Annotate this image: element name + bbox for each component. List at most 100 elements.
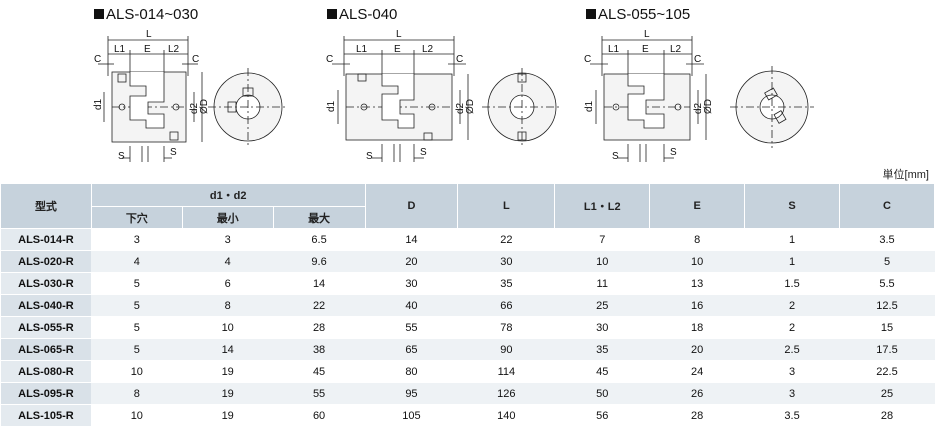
header-E: E — [649, 183, 746, 229]
header-max: 最大 — [272, 206, 366, 229]
cell-max: 45 — [273, 360, 365, 383]
cell-e: 10 — [649, 250, 745, 273]
cell-model: ALS-020-R — [0, 250, 92, 273]
drawing-title-text: ALS-040 — [339, 6, 398, 23]
cell-l1l2: 7 — [554, 228, 650, 251]
header-L: L — [457, 183, 556, 229]
dim-d2: d2 — [693, 102, 704, 114]
cell-c: 22.5 — [839, 360, 935, 383]
dim-S-left: S — [612, 151, 619, 162]
dim-E: E — [642, 44, 649, 55]
cell-s: 2 — [744, 294, 840, 317]
cell-l: 22 — [457, 228, 555, 251]
cell-d: 95 — [365, 382, 458, 405]
cell-pilot: 4 — [91, 250, 183, 273]
header-d-group: d1・d2 — [90, 183, 366, 207]
cell-e: 18 — [649, 316, 745, 339]
header-min: 最小 — [181, 206, 274, 229]
cell-l1l2: 25 — [554, 294, 650, 317]
dim-L2: L2 — [168, 44, 180, 55]
cell-min: 14 — [182, 338, 274, 361]
cell-l1l2: 45 — [554, 360, 650, 383]
cell-pilot: 5 — [91, 316, 183, 339]
cell-pilot: 5 — [91, 272, 183, 295]
cell-model: ALS-055-R — [0, 316, 92, 339]
cell-max: 55 — [273, 382, 365, 405]
coupling-drawing-1: L L1 E L2 C C d1 d2 ØD S S — [93, 29, 288, 162]
dim-E: E — [144, 44, 151, 55]
cell-model: ALS-095-R — [0, 382, 92, 405]
cell-e: 16 — [649, 294, 745, 317]
technical-drawings: ALS-014~030 — [0, 0, 935, 181]
cell-d: 40 — [365, 294, 458, 317]
cell-min: 6 — [182, 272, 274, 295]
cell-min: 8 — [182, 294, 274, 317]
dim-L2: L2 — [422, 44, 434, 55]
cell-max: 6.5 — [273, 228, 365, 251]
spec-table: 型式 d1・d2 D L L1・L2 E S C 下穴 最小 最大 ALS-01… — [0, 183, 935, 427]
cell-max: 38 — [273, 338, 365, 361]
cell-max: 14 — [273, 272, 365, 295]
cell-l1l2: 11 — [554, 272, 650, 295]
cell-model: ALS-030-R — [0, 272, 92, 295]
dim-C-left: C — [584, 54, 591, 65]
cell-s: 3 — [744, 382, 840, 405]
cell-min: 19 — [182, 360, 274, 383]
dim-L1: L1 — [114, 44, 126, 55]
cell-e: 20 — [649, 338, 745, 361]
header-model: 型式 — [0, 183, 92, 229]
dim-d1: d1 — [584, 100, 595, 112]
cell-model: ALS-065-R — [0, 338, 92, 361]
cell-pilot: 8 — [91, 382, 183, 405]
dim-L2: L2 — [670, 44, 682, 55]
cell-pilot: 5 — [91, 338, 183, 361]
cell-e: 8 — [649, 228, 745, 251]
drawing-title-3: ALS-055~105 — [586, 6, 690, 23]
coupling-drawing-2: L L1 E L2 C C d1 d2 ØD S S — [326, 29, 562, 162]
dim-E: E — [394, 44, 401, 55]
cell-l1l2: 10 — [554, 250, 650, 273]
cell-s: 1 — [744, 250, 840, 273]
cell-max: 60 — [273, 404, 365, 427]
dim-S-left: S — [366, 151, 373, 162]
cell-e: 28 — [649, 404, 745, 427]
cell-pilot: 5 — [91, 294, 183, 317]
dim-d2: d2 — [455, 102, 466, 114]
cell-pilot: 10 — [91, 404, 183, 427]
cell-l: 35 — [457, 272, 555, 295]
dim-L: L — [146, 29, 152, 40]
cell-model: ALS-014-R — [0, 228, 92, 251]
coupling-drawing-3: L L1 E L2 C C d1 d2 ØD S S — [584, 29, 814, 162]
cell-min: 19 — [182, 382, 274, 405]
cell-e: 24 — [649, 360, 745, 383]
dim-S-right: S — [420, 147, 427, 158]
drawing-title-2: ALS-040 — [327, 6, 397, 23]
cell-s: 1 — [744, 228, 840, 251]
cell-s: 2.5 — [744, 338, 840, 361]
dim-C-left: C — [94, 54, 101, 65]
cell-l: 140 — [457, 404, 555, 427]
dim-d1: d1 — [326, 100, 337, 112]
cell-model: ALS-105-R — [0, 404, 92, 427]
cell-l1l2: 56 — [554, 404, 650, 427]
dim-S-right: S — [670, 147, 677, 158]
cell-model: ALS-080-R — [0, 360, 92, 383]
unit-label: 単位[mm] — [882, 169, 929, 181]
cell-l: 66 — [457, 294, 555, 317]
cell-d: 80 — [365, 360, 458, 383]
dim-d1: d1 — [93, 98, 104, 110]
dim-C-right: C — [456, 54, 463, 65]
cell-c: 28 — [839, 404, 935, 427]
header-C: C — [839, 183, 935, 229]
header-L1L2: L1・L2 — [554, 183, 651, 229]
drawing-title-text: ALS-055~105 — [598, 6, 691, 23]
cell-e: 13 — [649, 272, 745, 295]
dim-L: L — [644, 29, 650, 40]
